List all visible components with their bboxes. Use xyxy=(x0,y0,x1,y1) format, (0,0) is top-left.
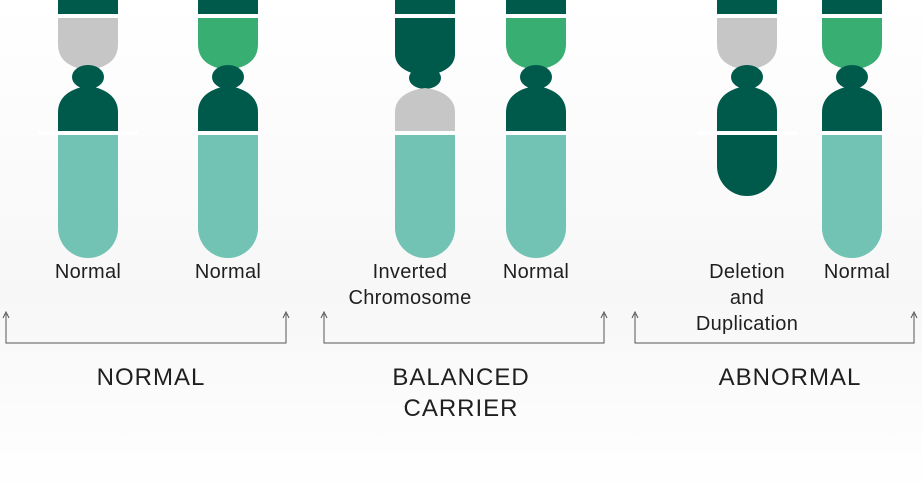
group-label-abnormal: ABNORMAL xyxy=(685,362,895,393)
label-chromosome-6: Normal xyxy=(797,259,917,285)
label-chromosome-5: Deletion and Duplication xyxy=(677,259,817,337)
label-chromosome-3: Inverted Chromosome xyxy=(335,259,485,311)
label-chromosome-2: Normal xyxy=(168,259,288,285)
chromosome-deletion-duplication xyxy=(697,0,797,196)
label-chromosome-4: Normal xyxy=(476,259,596,285)
group-label-balanced-carrier: BALANCED CARRIER xyxy=(356,362,566,424)
chromosome-normal-1 xyxy=(38,0,138,258)
label-chromosome-1: Normal xyxy=(28,259,148,285)
chromosome-inverted xyxy=(395,0,455,258)
chromosome-normal-2 xyxy=(198,0,258,258)
chromosome-normal-3 xyxy=(506,0,566,258)
bracket-balanced-carrier xyxy=(321,312,607,343)
group-label-normal: NORMAL xyxy=(46,362,256,393)
chromosome-normal-4 xyxy=(822,0,882,258)
bracket-normal xyxy=(3,312,289,343)
